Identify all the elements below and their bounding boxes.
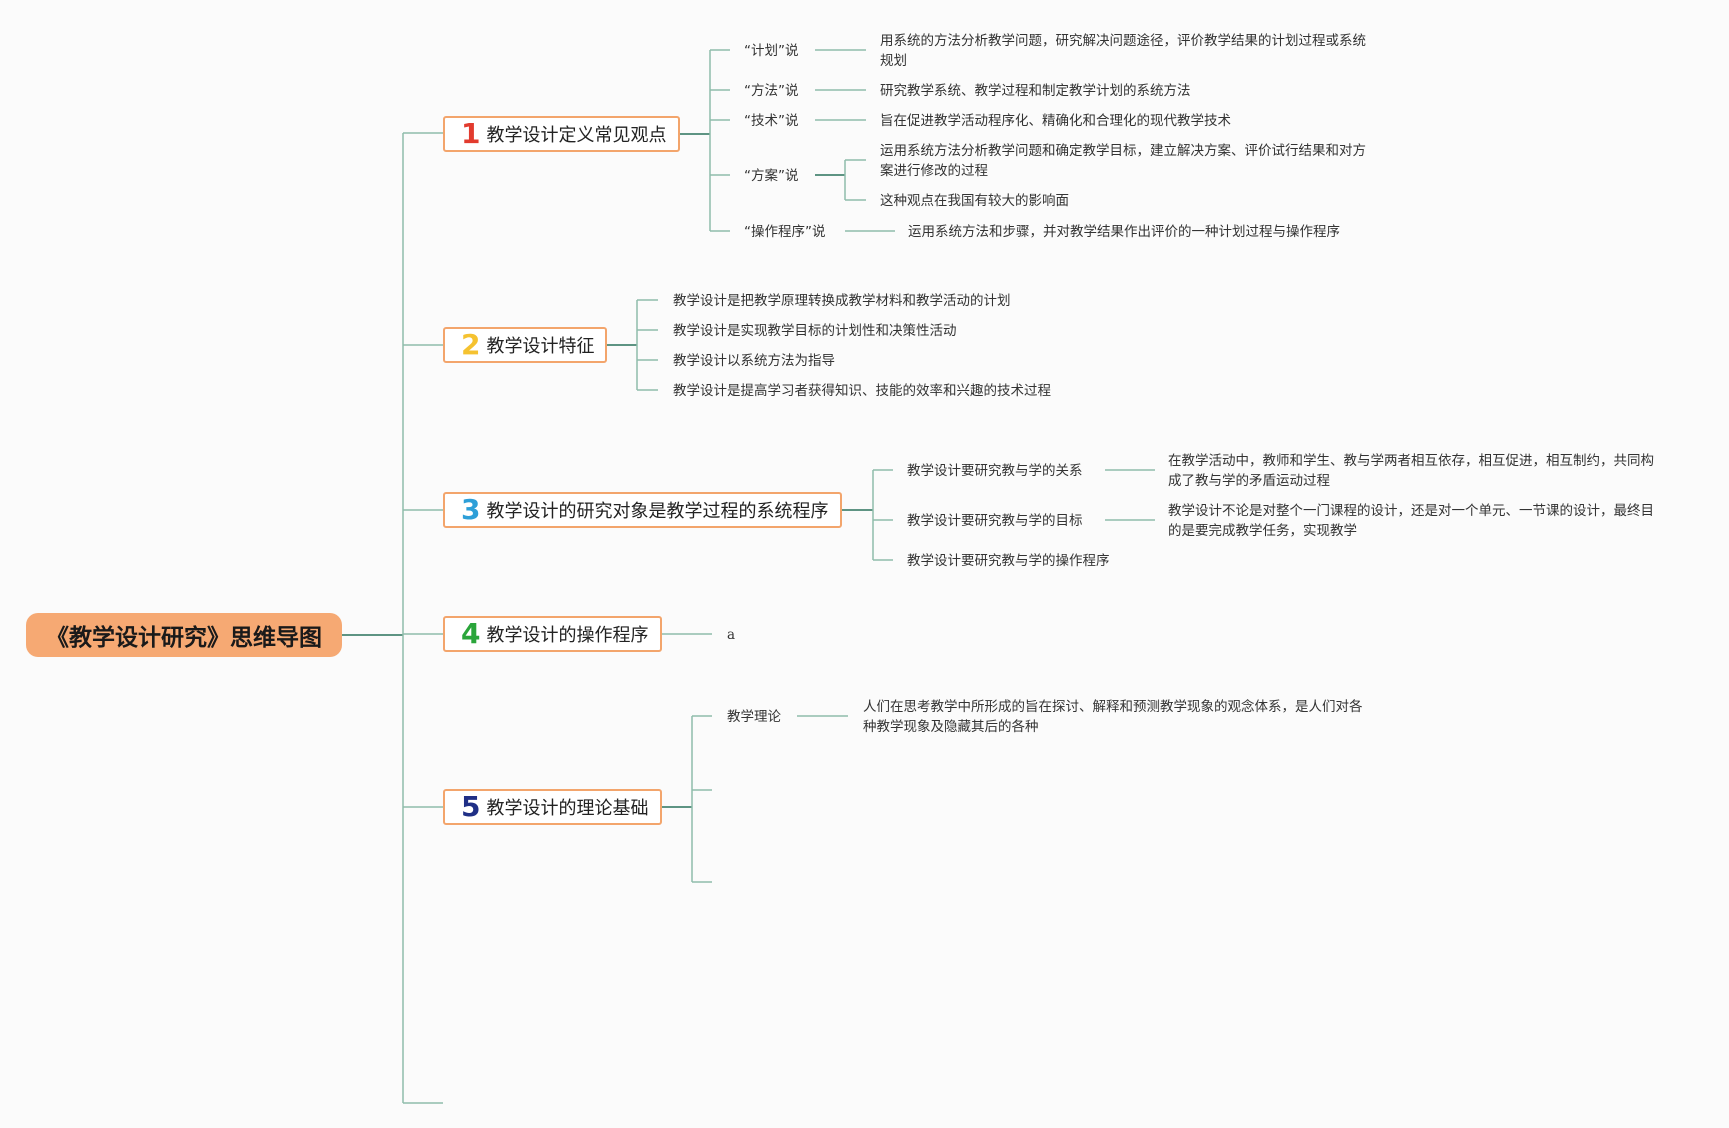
b3-child-1-detail[interactable]: 在教学活动中，教师和学生、教与学两者相互依存，相互促进，相互制约，共同构成了教与…	[1168, 453, 1654, 489]
branch-4-number: 4	[461, 617, 481, 650]
b3-child-2-detail[interactable]: 教学设计不论是对整个一门课程的设计，还是对一个单元、一节课的设计，最终目的是要完…	[1168, 503, 1654, 539]
b3-child-1[interactable]: 教学设计要研究教与学的关系	[907, 463, 1083, 479]
b2-child-2[interactable]: 教学设计是实现教学目标的计划性和决策性活动	[673, 323, 957, 339]
b1-child-3[interactable]: “技术”说	[744, 113, 799, 129]
branch-5-node[interactable]: 5 教学设计的理论基础	[443, 789, 662, 825]
branch-4-label: 教学设计的操作程序	[486, 625, 649, 646]
b1-child-5[interactable]: “操作程序”说	[744, 224, 826, 240]
b2-child-4[interactable]: 教学设计是提高学习者获得知识、技能的效率和兴趣的技术过程	[673, 383, 1051, 399]
b1-child-1-detail[interactable]: 用系统的方法分析教学问题，研究解决问题途径，评价教学结果的计划过程或系统规划	[880, 33, 1366, 69]
branch-5-number: 5	[461, 790, 481, 823]
b2-child-1[interactable]: 教学设计是把教学原理转换成教学材料和教学活动的计划	[673, 293, 1011, 309]
b1-child-4-detail-2[interactable]: 这种观点在我国有较大的影响面	[880, 193, 1069, 209]
b1-child-2-detail[interactable]: 研究教学系统、教学过程和制定教学计划的系统方法	[880, 83, 1191, 99]
branch-5-label: 教学设计的理论基础	[486, 798, 649, 819]
branch-3-node[interactable]: 3 教学设计的研究对象是教学过程的系统程序	[443, 492, 842, 528]
branch-1-number: 1	[461, 117, 481, 150]
b3-child-2[interactable]: 教学设计要研究教与学的目标	[907, 513, 1083, 529]
b4-child-1[interactable]: a	[727, 627, 736, 643]
branch-4-node[interactable]: 4 教学设计的操作程序	[443, 616, 662, 652]
b1-child-2[interactable]: “方法”说	[744, 83, 799, 99]
root-node[interactable]: 《教学设计研究》思维导图	[26, 613, 342, 657]
branch-2-label: 教学设计特征	[486, 336, 595, 357]
branch-3-label: 教学设计的研究对象是教学过程的系统程序	[486, 501, 829, 522]
b1-child-4-detail-1[interactable]: 运用系统方法分析教学问题和确定教学目标，建立解决方案、评价试行结果和对方案进行修…	[880, 143, 1366, 179]
branch-2-node[interactable]: 2 教学设计特征	[443, 327, 607, 363]
b1-child-5-detail[interactable]: 运用系统方法和步骤，并对教学结果作出评价的一种计划过程与操作程序	[908, 224, 1340, 240]
branch-3-number: 3	[461, 493, 481, 526]
b3-child-3[interactable]: 教学设计要研究教与学的操作程序	[907, 553, 1110, 569]
branch-1-node[interactable]: 1 教学设计定义常见观点	[443, 116, 680, 152]
b5-child-1-detail[interactable]: 人们在思考教学中所形成的旨在探讨、解释和预测教学现象的观念体系，是人们对各种教学…	[863, 699, 1363, 735]
b1-child-1[interactable]: “计划”说	[744, 43, 799, 59]
b1-child-4[interactable]: “方案”说	[744, 168, 799, 184]
branch-1-label: 教学设计定义常见观点	[486, 125, 667, 146]
b5-child-1[interactable]: 教学理论	[727, 709, 781, 725]
b1-child-3-detail[interactable]: 旨在促进教学活动程序化、精确化和合理化的现代教学技术	[880, 113, 1231, 129]
b2-child-3[interactable]: 教学设计以系统方法为指导	[673, 353, 835, 369]
root-title: 《教学设计研究》思维导图	[46, 625, 322, 651]
branch-2-number: 2	[461, 328, 481, 361]
